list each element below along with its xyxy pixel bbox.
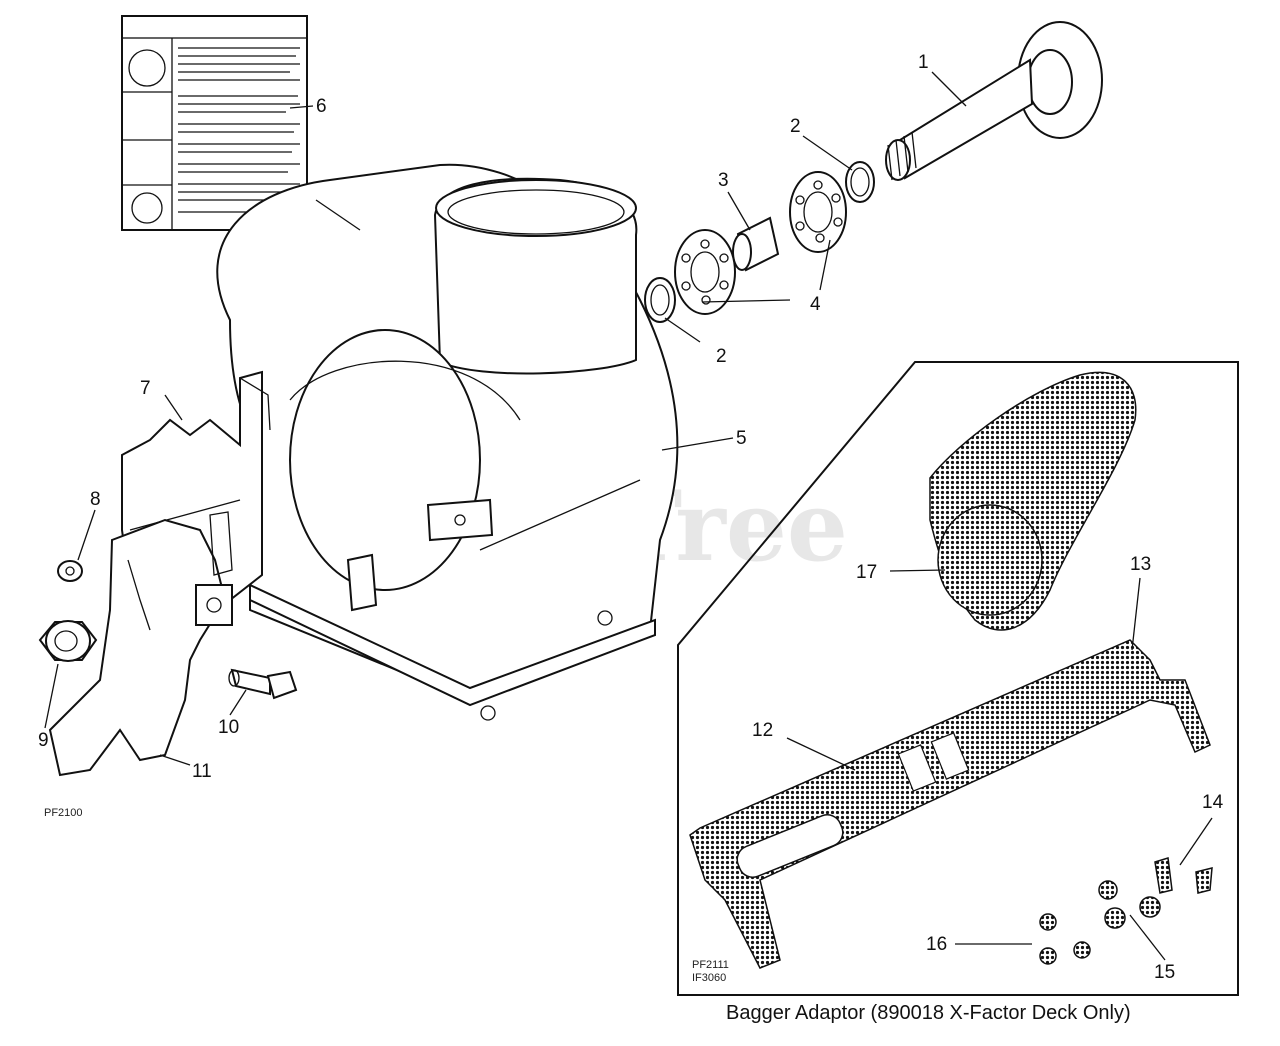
shaft-drawing [885,21,1103,181]
callout-8: 8 [90,489,101,510]
callout-5: 5 [736,428,747,449]
callout-10: 10 [218,717,239,738]
callout-6: 6 [316,96,327,117]
callout-16: 16 [926,934,947,955]
callout-2-lower: 2 [716,346,727,367]
retaining-ring-upper-drawing [845,161,875,203]
callout-2-upper: 2 [790,116,801,137]
small-nut-drawing [57,560,83,582]
hardware-washers-drawing [1098,880,1161,929]
callout-14: 14 [1202,792,1224,813]
callout-15: 15 [1154,962,1175,983]
hardware-bolts-drawing [1154,857,1213,894]
callout-labels: 1 2 3 4 2 5 6 7 8 9 10 11 12 13 14 15 16… [38,52,1224,983]
hardware-nuts-drawing [1039,913,1091,965]
callout-7: 7 [140,378,151,399]
retaining-ring-lower-drawing [644,277,676,323]
latch-bracket-drawing [48,511,233,777]
mounting-bracket-drawing [689,639,1211,969]
deflector-shield-drawing [929,371,1137,631]
callout-1: 1 [918,52,929,73]
figure-code-inset-1: PF2111 [692,959,729,971]
figure-code-main: PF2100 [44,807,83,819]
callout-9: 9 [38,730,49,751]
large-nut-drawing [38,620,98,662]
bolt-drawing [228,668,298,700]
callout-4: 4 [810,294,821,315]
callout-3: 3 [718,170,729,191]
callout-17: 17 [856,562,877,583]
leader-lines [44,71,1213,961]
figure-code-inset-2: IF3060 [692,972,726,984]
callout-12: 12 [752,720,773,741]
bearing-upper-drawing [789,171,847,253]
spacer-drawing [732,216,780,272]
callout-13: 13 [1130,554,1151,575]
callout-11: 11 [192,761,212,782]
inset-frame [677,361,1239,996]
inset-caption: Bagger Adaptor (890018 X-Factor Deck Onl… [726,1002,1131,1024]
blower-housing-drawing [216,163,679,721]
bearing-lower-drawing [674,229,736,315]
